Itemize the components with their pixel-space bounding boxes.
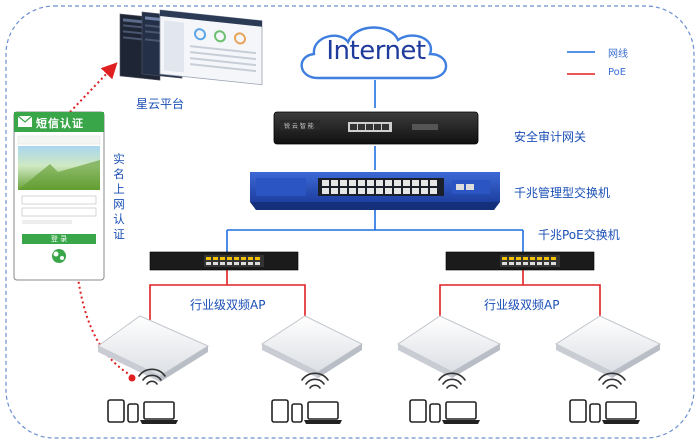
tablet-icon	[107, 399, 125, 423]
phone-mockup	[13, 111, 105, 281]
internet-label: Internet	[326, 36, 426, 66]
client-devices-group-3	[409, 399, 480, 424]
ap-right-label: 行业级双频AP	[484, 298, 560, 312]
code-input	[21, 207, 97, 217]
right-poe-bracket	[439, 284, 601, 320]
phone-input	[21, 195, 97, 205]
phone-header-text: 短信认证	[36, 117, 84, 130]
login-button	[22, 234, 96, 244]
client-devices-group-1	[107, 399, 178, 424]
wifi-signal-icon	[138, 368, 166, 385]
realname-auth-vertical-label: 实 名 上 网 认 证	[112, 152, 126, 242]
switch-port-grid	[322, 180, 437, 194]
gigabit-managed-switch-device	[250, 172, 500, 210]
tablet-icon	[409, 399, 427, 423]
access-point-1	[97, 315, 210, 382]
auth-to-platform-arrow	[69, 62, 118, 113]
laptop-icon	[140, 401, 178, 424]
network-lines	[226, 80, 524, 252]
realname-auth-char: 认	[113, 212, 125, 226]
tablet-icon	[271, 399, 289, 423]
cloud-icon	[300, 26, 448, 80]
realname-auth-char: 网	[113, 197, 125, 211]
poe-lines	[149, 270, 601, 320]
poe-switch-label: 千兆PoE交换机	[538, 228, 620, 242]
svg-text:锐 云 智 能: 锐 云 智 能	[284, 122, 314, 130]
access-point-4	[554, 315, 662, 378]
phone-icon	[291, 403, 303, 423]
cloud-platform-screens	[119, 9, 263, 86]
security-gateway-device: 锐 云 智 能	[273, 111, 479, 145]
legend-network-line-label: 网线	[608, 49, 628, 60]
envelope-icon	[17, 115, 33, 127]
realname-auth-char: 名	[113, 167, 125, 181]
client-devices-group-4	[569, 399, 640, 424]
access-point-2	[260, 315, 364, 378]
auth-origin-dot	[128, 374, 136, 382]
phone-header-bar	[14, 112, 104, 132]
laptop-icon	[304, 401, 342, 424]
ap-left-label: 行业级双频AP	[190, 298, 266, 312]
phone-icon	[589, 403, 601, 423]
laptop-icon	[442, 401, 480, 424]
wifi-signal-icon	[598, 372, 626, 389]
wifi-signal-icon	[438, 372, 466, 389]
realname-auth-char: 证	[113, 227, 125, 241]
phone-login-label: 登 录	[50, 235, 68, 243]
outer-dashed-frame	[5, 5, 695, 439]
access-point-3	[397, 315, 502, 378]
managed-switch-label: 千兆管理型交换机	[514, 186, 611, 200]
cloud-platform-label: 星云平台	[136, 97, 185, 111]
wechat-icon	[52, 249, 66, 263]
phone-icon	[429, 403, 441, 423]
laptop-icon	[602, 401, 640, 424]
poe-switch-left	[149, 251, 299, 271]
realname-auth-char: 实	[113, 152, 125, 166]
realname-auth-char: 上	[113, 182, 125, 196]
phone-icon	[127, 403, 139, 423]
security-gateway-label: 安全审计网关	[514, 130, 587, 144]
poe-switch-right	[445, 251, 595, 271]
client-devices-group-2	[271, 399, 342, 424]
tablet-icon	[569, 399, 587, 423]
legend-poe-label: PoE	[608, 67, 627, 78]
wifi-signal-icon	[301, 372, 329, 389]
